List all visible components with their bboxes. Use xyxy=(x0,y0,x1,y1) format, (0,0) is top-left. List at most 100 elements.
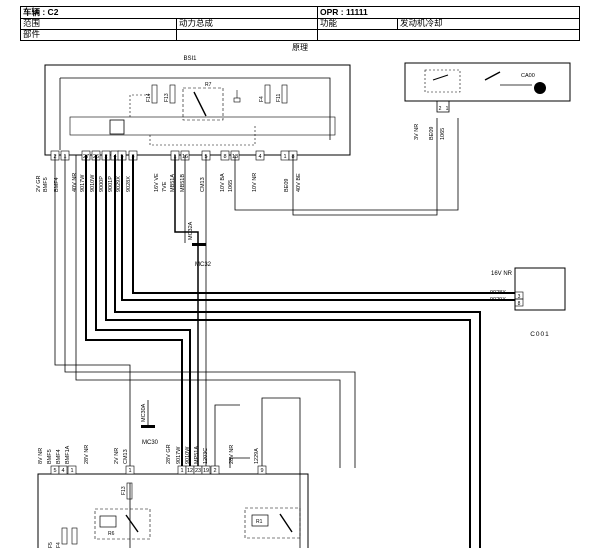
part-label: 部件 xyxy=(23,29,41,39)
r7-switch-icon xyxy=(193,91,207,117)
lower-wire-label: 9017W xyxy=(176,446,182,464)
scope-value: 动力总成 xyxy=(176,18,317,29)
lower-wire-label: MP51A xyxy=(194,446,200,464)
relay-label-r6: R6 xyxy=(108,531,115,537)
fuse-f13 xyxy=(169,84,176,104)
function-value: 发动机冷却 xyxy=(397,18,581,29)
lower-wire-label: 8V NR xyxy=(38,448,44,464)
lower-wire-label: 2V NR xyxy=(114,448,120,464)
wire-harness: MC32A MC32 MC30A MC30 xyxy=(54,118,515,548)
lower-pin-box xyxy=(67,465,77,475)
fuse-label-f4: F4 xyxy=(259,96,265,102)
fuse-f14 xyxy=(151,84,158,104)
lower-wire-label: 28V GR xyxy=(166,444,172,464)
bsi-wire-label: CM13 xyxy=(200,177,206,192)
wire-mb51a xyxy=(174,155,199,468)
document-header: 车辆 : C2 OPR : 11111 范围 动力总成 功能 发动机冷却 部件 xyxy=(20,6,580,41)
mc30-ground-icon xyxy=(141,425,155,428)
lower-pin-box xyxy=(257,465,267,475)
part-value-empty xyxy=(176,29,317,40)
wire-1229a xyxy=(261,397,301,548)
bsi-wire-label: 1065 xyxy=(228,180,234,192)
lower-pin-number: 23 xyxy=(195,468,201,474)
bsi-wire-label: BMF4 xyxy=(54,177,60,192)
opr-label: OPR : 11111 xyxy=(317,7,581,18)
fuse-label-lower-f13: F13 xyxy=(121,486,127,495)
c001-label: C001 xyxy=(530,331,550,338)
relay-label-r1: R1 xyxy=(256,519,263,525)
wire-1065-to-ca00 xyxy=(234,118,459,211)
bsi-wire-label: 10V BA xyxy=(220,173,226,192)
bsi-dash-link-a xyxy=(129,94,152,117)
wire-bmf4 xyxy=(64,155,356,468)
bsi-wire-label: 9010W xyxy=(90,174,96,192)
fuse-label-f11: F11 xyxy=(276,94,282,102)
lower-wire-label: 9010W xyxy=(185,446,191,464)
lower-pin-box xyxy=(58,465,68,475)
ca00-switch: CA00 3V NR 2 1 BE09 1065 xyxy=(404,62,571,140)
bsi-wire-label: 40V NR xyxy=(72,173,78,192)
bsi-wire-label: MB51B xyxy=(180,174,186,192)
relay-r6-dashed xyxy=(94,508,151,540)
ca00-contact-a xyxy=(432,74,449,81)
lower-wire-label: CM13 xyxy=(123,449,129,464)
bsi-wire-label: 9029X xyxy=(116,176,122,192)
wire-be09-to-ca00 xyxy=(292,118,438,216)
lower-wire-label: BMF1A xyxy=(65,445,71,464)
bsi-pin-number: 4 xyxy=(258,154,261,160)
lower-wire-label: 28V NR xyxy=(229,445,235,464)
bsi-wire-label: 10V NR xyxy=(252,173,258,192)
bsi-wire-label: 9028X xyxy=(126,176,132,192)
bsi-wire-label: 9001P xyxy=(108,176,114,192)
c001-conn-label: 16V NR xyxy=(491,271,513,277)
bsi-wire-label: 40V BE xyxy=(296,173,302,192)
lower-wire-label: 28V NR xyxy=(84,445,90,464)
relay-r1-coil xyxy=(251,514,269,527)
ca00-label: CA00 xyxy=(521,73,535,79)
mc32-label: MC32 xyxy=(195,262,212,268)
bsi-wire-label: 9000P xyxy=(99,176,105,192)
bsi-wire-label: 9017W xyxy=(80,174,86,192)
wire-9010w xyxy=(95,155,191,468)
lower-wire-label: BMF5 xyxy=(47,449,53,464)
wire-9000p xyxy=(105,155,471,548)
bsi-chip-icon xyxy=(109,119,125,135)
lower-pin-number: 19 xyxy=(203,468,209,474)
bsi-box xyxy=(44,64,351,156)
fuse-f4 xyxy=(264,84,271,104)
wire-9028x xyxy=(132,155,515,294)
lower-pin-number: 1 xyxy=(128,468,131,474)
c001-pin8-slot xyxy=(514,298,524,307)
ca00-dashed-contacts xyxy=(424,69,461,93)
ca00-conn-label: 3V NR xyxy=(414,124,420,140)
fuse-label-f14: F14 xyxy=(146,93,152,102)
ca00-box xyxy=(404,62,571,102)
header-row-part: 部件 xyxy=(21,29,579,40)
bsi-wire-label: 2V GR xyxy=(36,175,42,192)
ca00-wire-be09: BE09 xyxy=(429,127,435,140)
ca00-connector xyxy=(436,101,450,113)
bsi-dash-link-b xyxy=(149,125,256,146)
bsi-wire-label: 7VE xyxy=(162,181,168,192)
bsi-label: BSI1 xyxy=(183,56,197,62)
wire-40vnr xyxy=(75,155,341,468)
part-extra-empty xyxy=(317,29,581,40)
wire-bmf5 xyxy=(54,155,131,468)
bsi-pin-number: 8 xyxy=(223,154,226,160)
lower-module-box xyxy=(37,473,309,548)
bsi-wire-label: MB51A xyxy=(170,174,176,192)
bsi-pin-box xyxy=(220,150,230,161)
lower-pin-box xyxy=(210,465,220,475)
bsi-pin-box xyxy=(255,150,265,161)
wire-9029x xyxy=(121,155,515,301)
ca00-pin-1: 1 xyxy=(446,106,449,112)
lower-pin-box xyxy=(201,465,211,475)
fuse-lower-f4 xyxy=(71,527,78,545)
relay-r1-dashed xyxy=(244,507,301,539)
scope-label: 范围 xyxy=(23,18,41,28)
c001-box xyxy=(514,267,566,311)
